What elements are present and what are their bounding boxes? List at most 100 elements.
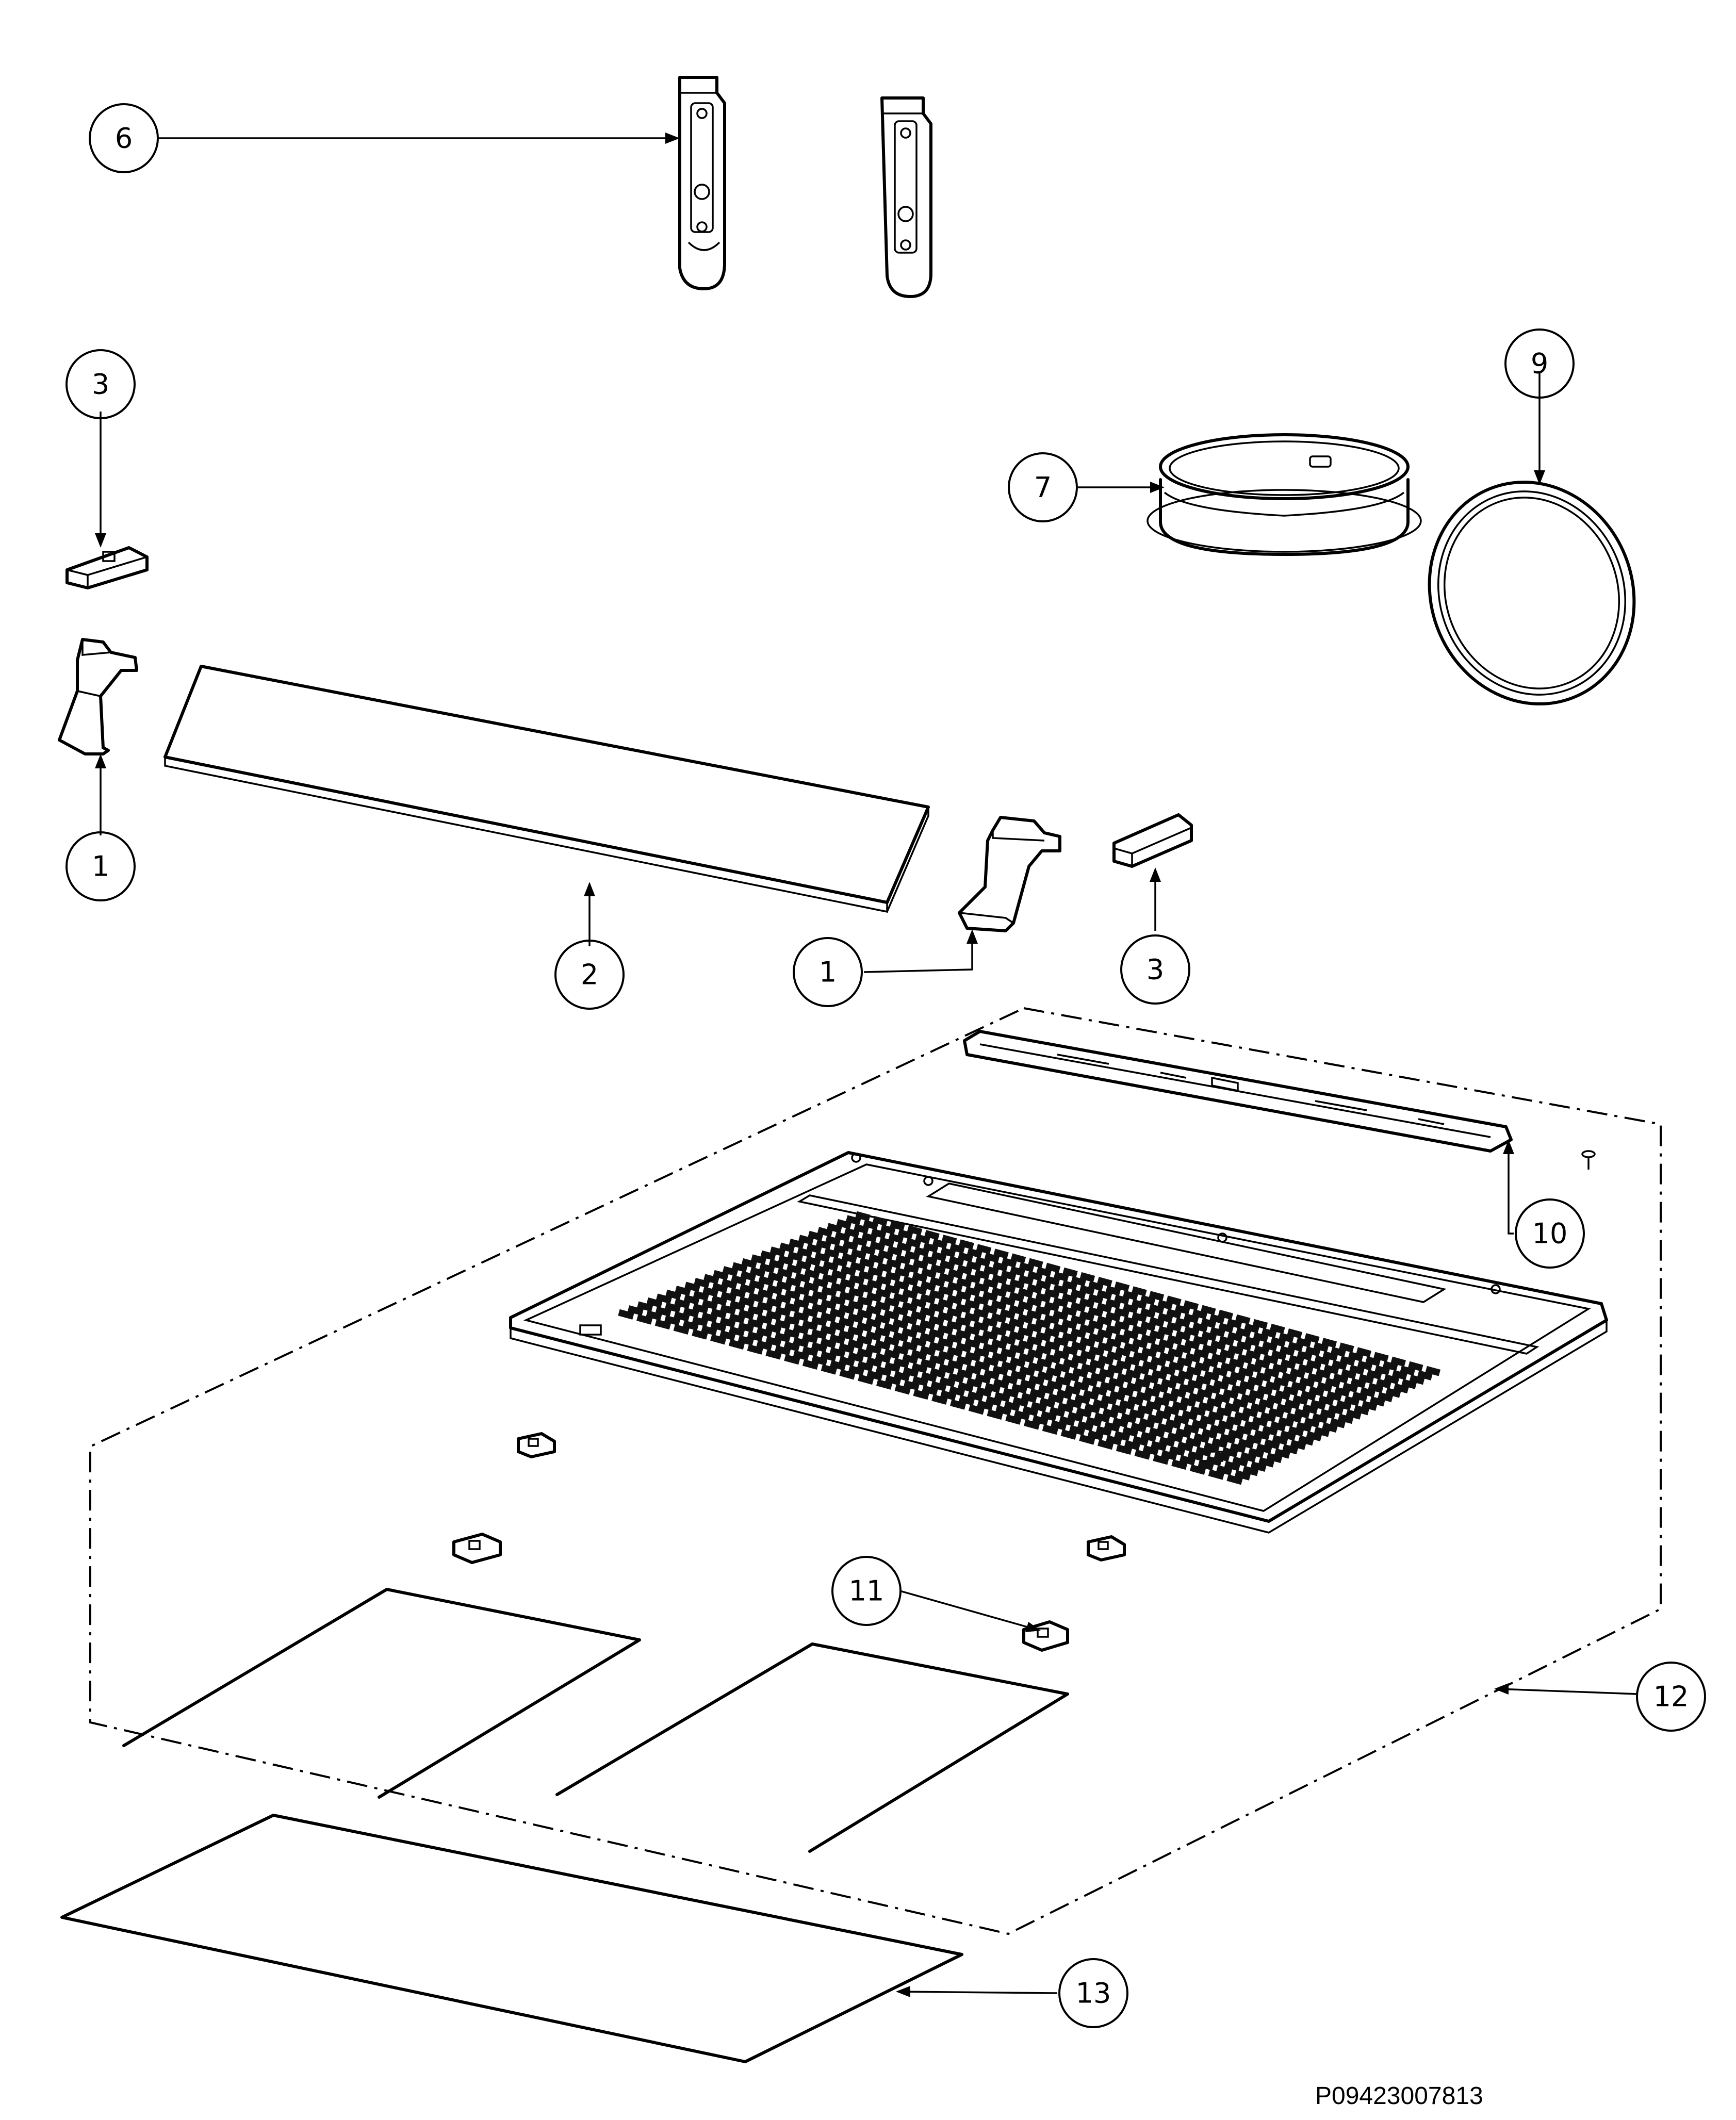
grille-slot	[1057, 1402, 1074, 1413]
grille-slot	[932, 1238, 948, 1249]
filter-panel-grille	[509, 1151, 1608, 1534]
grille-slot	[856, 1322, 873, 1333]
grille-slot	[1214, 1451, 1230, 1462]
grille-slot	[747, 1318, 763, 1329]
grille-slot	[1000, 1296, 1016, 1306]
grille-slot	[1330, 1418, 1346, 1428]
grille-slot	[1152, 1383, 1169, 1393]
grille-slot	[618, 1309, 634, 1320]
grille-slot	[824, 1248, 840, 1259]
grille-slot	[1356, 1347, 1372, 1358]
grille-slot	[866, 1370, 883, 1381]
grille-slot	[1417, 1370, 1433, 1381]
grille-slot	[1159, 1352, 1175, 1362]
grille-slot	[674, 1298, 691, 1309]
grille-slot	[913, 1246, 929, 1257]
grille-slot	[956, 1277, 972, 1288]
grille-slot	[1035, 1318, 1051, 1329]
grille-slot	[1409, 1374, 1425, 1385]
grille-slot	[1186, 1366, 1202, 1376]
grille-slot	[1087, 1430, 1104, 1441]
grille-slot	[1118, 1386, 1134, 1397]
grille-slot	[991, 1287, 1007, 1297]
grille-slot	[1315, 1369, 1331, 1379]
grille-slot	[1184, 1326, 1200, 1337]
grille-slot	[1279, 1333, 1295, 1343]
grille-slot	[894, 1371, 910, 1382]
grille-slot	[656, 1293, 672, 1304]
grille-slot	[1203, 1357, 1219, 1368]
grille-slot	[821, 1286, 837, 1297]
grille-slot	[1062, 1280, 1077, 1291]
grille-slot	[1230, 1371, 1246, 1382]
grille-slot	[1385, 1387, 1401, 1398]
grille-slot	[1055, 1376, 1071, 1387]
grille-slot	[1314, 1355, 1330, 1366]
grille-slot	[1169, 1374, 1185, 1385]
grille-slot	[841, 1253, 857, 1263]
grille-slot	[983, 1266, 999, 1276]
grille-slot	[821, 1364, 838, 1375]
grille-slot	[929, 1355, 945, 1365]
grille-slot	[1264, 1439, 1280, 1450]
grille-slot	[974, 1269, 990, 1280]
grille-slot	[857, 1283, 874, 1294]
grille-slot	[1250, 1403, 1266, 1414]
grille-slot	[1232, 1456, 1249, 1467]
grille-slot	[1201, 1305, 1216, 1316]
grille-slot	[894, 1384, 911, 1395]
grille-slot	[922, 1255, 938, 1266]
grille-slot	[1209, 1313, 1225, 1324]
grille-slot	[1247, 1376, 1264, 1387]
grille-slot	[858, 1374, 874, 1385]
grille-slot	[1221, 1375, 1237, 1386]
grille-slot	[636, 1314, 653, 1325]
grille-slot	[1341, 1369, 1357, 1379]
grille-slot	[1000, 1348, 1017, 1359]
grille-slot	[775, 1293, 792, 1304]
grille-slot	[973, 1308, 989, 1319]
grille-slot	[675, 1286, 691, 1296]
grille-slot	[1255, 1372, 1272, 1383]
grille-slot	[1212, 1367, 1228, 1377]
grille-slot	[930, 1381, 947, 1392]
grille-slot	[1030, 1402, 1047, 1412]
grille-slot	[701, 1325, 717, 1336]
grille-slot	[1167, 1347, 1183, 1358]
grille-slot	[992, 1261, 1008, 1272]
grille-slot	[789, 1238, 805, 1249]
grille-slot	[1067, 1411, 1084, 1422]
callout-label: 3	[92, 368, 109, 401]
grille-slot	[1226, 1474, 1243, 1485]
grille-slot	[876, 1379, 893, 1390]
grille-slot	[1382, 1360, 1398, 1371]
grille-slot	[921, 1372, 937, 1383]
grille-slot	[1369, 1396, 1385, 1407]
grille-slot	[931, 1251, 947, 1262]
grille-slot	[738, 1335, 754, 1346]
grille-slot	[1106, 1435, 1122, 1446]
grille-slot	[1320, 1409, 1336, 1419]
grille-slot	[964, 1286, 980, 1297]
grille-slot	[665, 1289, 682, 1300]
grille-slot	[965, 1365, 981, 1375]
grille-slot	[1235, 1314, 1251, 1325]
grille-slot	[1182, 1410, 1198, 1421]
grille-slot	[1132, 1325, 1148, 1336]
grille-slot	[871, 1228, 887, 1239]
grille-slot	[1234, 1411, 1250, 1422]
grille-slot	[833, 1244, 849, 1255]
grille-slot	[1123, 1303, 1138, 1314]
grille-slot	[756, 1327, 773, 1338]
grille-slot	[808, 1230, 824, 1241]
grille-slot	[1157, 1423, 1173, 1434]
grille-slot	[731, 1275, 747, 1286]
grille-slot	[939, 1260, 955, 1271]
grille-slot	[1026, 1296, 1042, 1307]
grille-slot	[911, 1285, 927, 1295]
grille-slot	[1169, 1445, 1186, 1456]
callout-6: 6	[89, 103, 159, 173]
part-7-duct-collar	[1147, 433, 1422, 556]
grille-slot	[1334, 1387, 1350, 1397]
grille-slot	[1158, 1339, 1174, 1350]
